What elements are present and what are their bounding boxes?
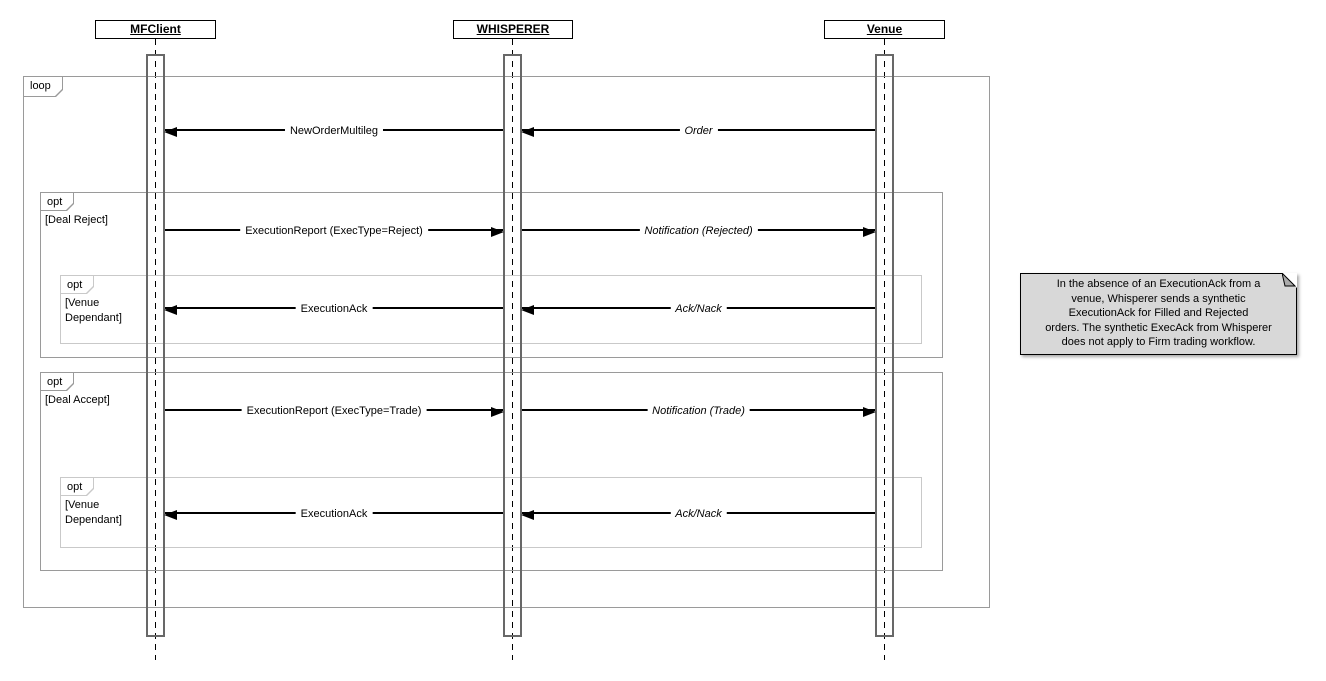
arrowhead-right-icon [863,407,876,417]
message-label: NewOrderMultileg [284,124,384,139]
fragment-loop-tab: loop [24,77,63,97]
message-label: Ack/Nack [670,507,727,522]
arrowhead-right-icon [491,227,504,237]
message-execution-ack-1: ExecutionAck [164,302,503,317]
fragment-opt-operator: opt [47,196,63,208]
fragment-opt-operator: opt [47,376,63,388]
message-order: Order [521,124,875,139]
fragment-opt-tab: opt [41,373,74,391]
message-label: ExecutionAck [295,302,373,317]
message-label: Ack/Nack [670,302,727,317]
message-execution-report-trade: ExecutionReport (ExecType=Trade) [165,404,504,419]
arrowhead-left-icon [521,510,534,520]
actor-label-venue: Venue [866,22,903,36]
message-notification-rejected: Notification (Rejected) [522,224,876,239]
arrowhead-left-icon [164,127,177,137]
fragment-tab-fill [24,77,62,96]
arrowhead-left-icon [164,305,177,315]
actor-label-whisperer: WHISPERER [476,22,550,36]
fragment-tab-fill [61,276,93,293]
activation-bar-venue [875,54,894,637]
lifeline-venue [884,39,885,660]
fragment-tab-fill [41,373,73,390]
guard-deal-accept: [Deal Accept] [45,394,110,406]
actor-label-mfclient: MFClient [130,22,181,36]
message-notification-trade: Notification (Trade) [522,404,876,419]
fragment-opt-venue-dependant-2: opt [Venue Dependant] [60,477,922,548]
actor-box-mfclient: MFClient [95,20,216,39]
fragment-tab-fill [61,478,93,495]
message-label: Notification (Trade) [647,404,750,419]
actor-box-venue: Venue [824,20,945,39]
message-label: ExecutionReport (ExecType=Reject) [240,224,428,239]
arrowhead-left-icon [164,510,177,520]
fragment-tab-fill [41,193,73,210]
message-ack-nack-1: Ack/Nack [521,302,875,317]
fragment-loop: loop [23,76,990,608]
guard-venue-dependant: [Venue Dependant] [65,499,122,526]
message-label: Order [679,124,718,139]
actor-box-whisperer: WHISPERER [453,20,573,39]
message-label: ExecutionAck [295,507,373,522]
lifeline-mfclient [155,39,156,660]
guard-deal-reject: [Deal Reject] [45,214,108,226]
fragment-opt-tab: opt [41,193,74,211]
message-execution-ack-2: ExecutionAck [164,507,503,522]
message-new-order-multileg: NewOrderMultileg [164,124,503,139]
message-label: ExecutionReport (ExecType=Trade) [241,404,427,419]
fragment-opt-deal-accept: opt [Deal Accept] [40,372,943,571]
fragment-opt-operator: opt [67,279,83,291]
fragment-opt-deal-reject: opt [Deal Reject] [40,192,943,358]
arrowhead-left-icon [521,127,534,137]
note-synthetic-execution-ack: In the absence of an ExecutionAck from a… [1020,273,1297,355]
message-ack-nack-2: Ack/Nack [521,507,875,522]
message-execution-report-reject: ExecutionReport (ExecType=Reject) [165,224,504,239]
note-fold-icon [1282,273,1297,288]
fragment-opt-operator: opt [67,481,83,493]
fragment-opt-venue-dependant-1: opt [Venue Dependant] [60,275,922,344]
arrowhead-right-icon [863,227,876,237]
fragment-opt-tab: opt [61,276,94,294]
note-text: In the absence of an ExecutionAck from a… [1045,278,1272,348]
activation-bar-whisperer [503,54,522,637]
arrowhead-left-icon [521,305,534,315]
lifeline-whisperer [512,39,513,660]
guard-venue-dependant: [Venue Dependant] [65,297,122,324]
fragment-opt-tab: opt [61,478,94,496]
activation-bar-mfclient [146,54,165,637]
fragment-loop-operator: loop [30,80,51,92]
arrowhead-right-icon [491,407,504,417]
message-label: Notification (Rejected) [639,224,758,239]
